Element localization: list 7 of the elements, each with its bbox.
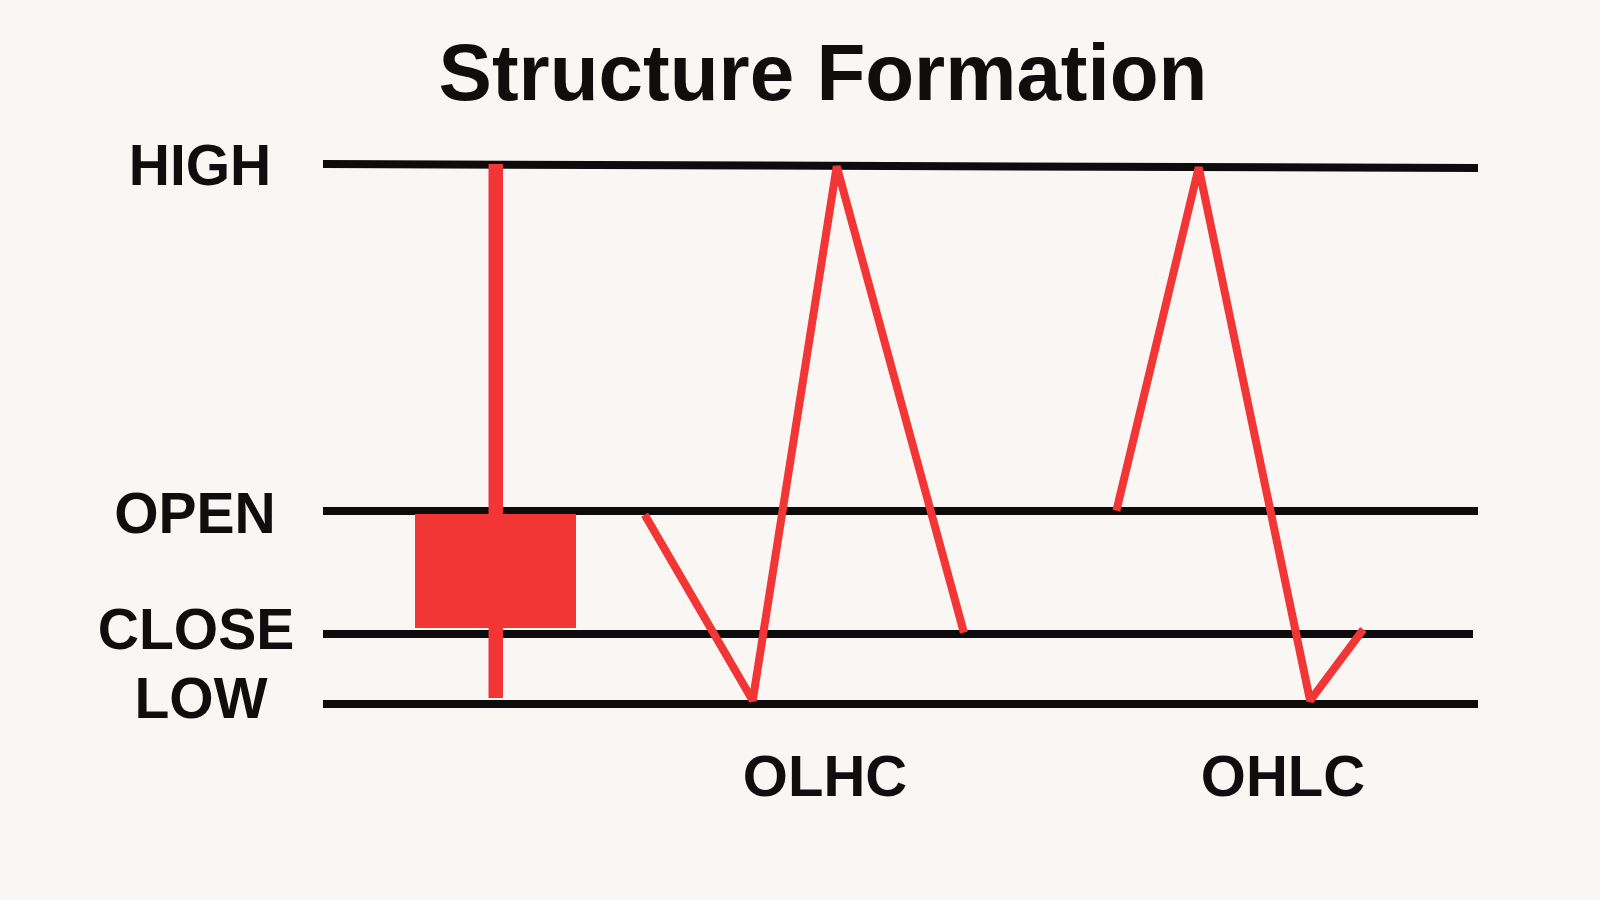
diagram-title: Structure Formation (438, 29, 1208, 117)
price-level-label: CLOSE (97, 597, 295, 661)
price-level-label: OPEN (114, 481, 276, 545)
sequence-label: OLHC (742, 744, 908, 808)
sequence-label: OHLC (1200, 744, 1366, 808)
price-level-label: LOW (134, 666, 268, 730)
price-level-label: HIGH (128, 133, 272, 197)
